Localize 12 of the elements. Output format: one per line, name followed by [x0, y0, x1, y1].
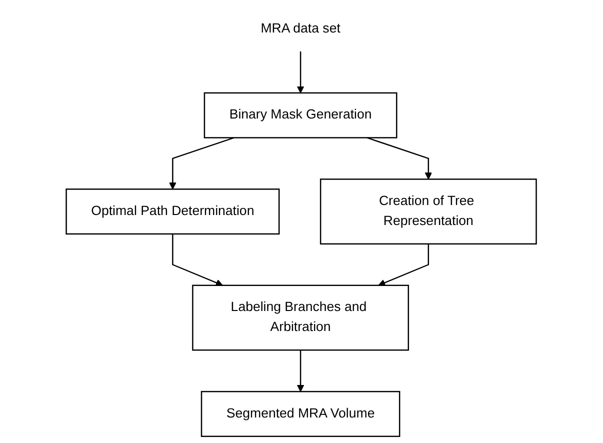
arrow	[297, 51, 304, 94]
node-box: Labeling Branches and Arbitration	[192, 284, 410, 351]
arrow	[378, 244, 430, 286]
node-box: Creation of Tree Representation	[320, 178, 538, 245]
node-box: Binary Mask Generation	[204, 92, 398, 138]
arrow	[297, 350, 304, 392]
node-box: Optimal Path Determination	[66, 188, 280, 235]
arrow	[172, 234, 224, 286]
arrow	[169, 137, 235, 190]
node-box: Segmented MRA Volume	[201, 390, 400, 437]
node-text: MRA data set	[260, 22, 341, 36]
arrow	[366, 137, 432, 180]
